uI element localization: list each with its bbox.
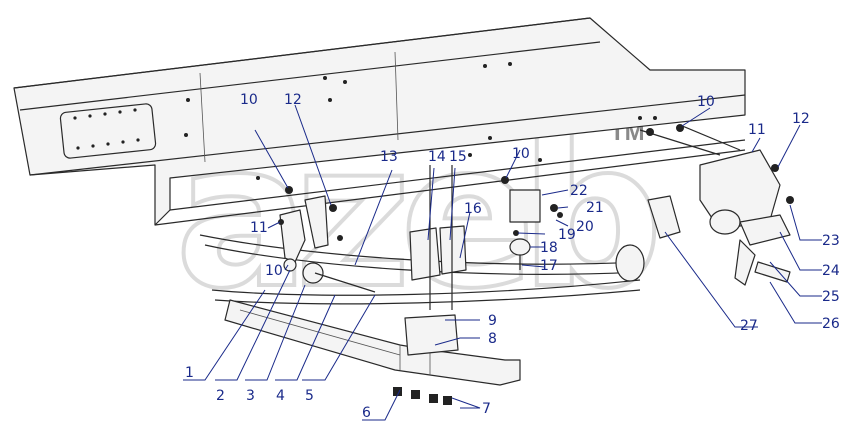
inspection-cover-plate xyxy=(59,103,157,159)
callout-27: 27 xyxy=(740,318,758,334)
callout-17: 17 xyxy=(540,258,558,274)
rear-spring-bracket xyxy=(639,124,791,286)
callout-labels: 1 2 3 4 5 6 7 8 9 10 10 10 10 11 11 12 1… xyxy=(185,92,840,421)
callout-7: 7 xyxy=(482,401,491,417)
callout-14: 14 xyxy=(428,149,446,165)
callout-10-c: 10 xyxy=(512,146,530,162)
callout-10-a: 10 xyxy=(240,92,258,108)
callout-12-b: 12 xyxy=(792,111,810,127)
frame-side-rail xyxy=(13,17,746,226)
callout-13: 13 xyxy=(380,149,398,165)
callout-2: 2 xyxy=(216,388,225,404)
callout-9: 9 xyxy=(488,313,497,329)
callout-8: 8 xyxy=(488,331,497,347)
callout-6: 6 xyxy=(362,405,371,421)
callout-26: 26 xyxy=(822,316,840,332)
callout-1: 1 xyxy=(185,365,194,381)
callout-25: 25 xyxy=(822,289,840,305)
callout-18: 18 xyxy=(540,240,558,256)
callout-4: 4 xyxy=(276,388,285,404)
callout-leaders xyxy=(183,104,822,421)
callout-3: 3 xyxy=(246,388,255,404)
callout-22: 22 xyxy=(570,183,588,199)
callout-11-a: 11 xyxy=(250,220,268,236)
fasteners xyxy=(278,124,794,405)
callout-23: 23 xyxy=(822,233,840,249)
callout-24: 24 xyxy=(822,263,840,279)
rubber-bump-stop xyxy=(509,189,541,270)
callout-10-d: 10 xyxy=(697,94,715,110)
callout-16: 16 xyxy=(464,201,482,217)
callout-19: 19 xyxy=(558,227,576,243)
callout-12-a: 12 xyxy=(284,92,302,108)
spring-clamp-assembly xyxy=(314,165,467,356)
front-spring-hanger xyxy=(279,195,329,284)
callout-21: 21 xyxy=(586,200,604,216)
callout-10-b: 10 xyxy=(265,263,283,279)
callout-20: 20 xyxy=(576,219,594,235)
callout-5: 5 xyxy=(305,388,314,404)
callout-11-b: 11 xyxy=(748,122,766,138)
callout-15: 15 xyxy=(449,149,467,165)
leaf-spring-assembly xyxy=(199,234,645,305)
